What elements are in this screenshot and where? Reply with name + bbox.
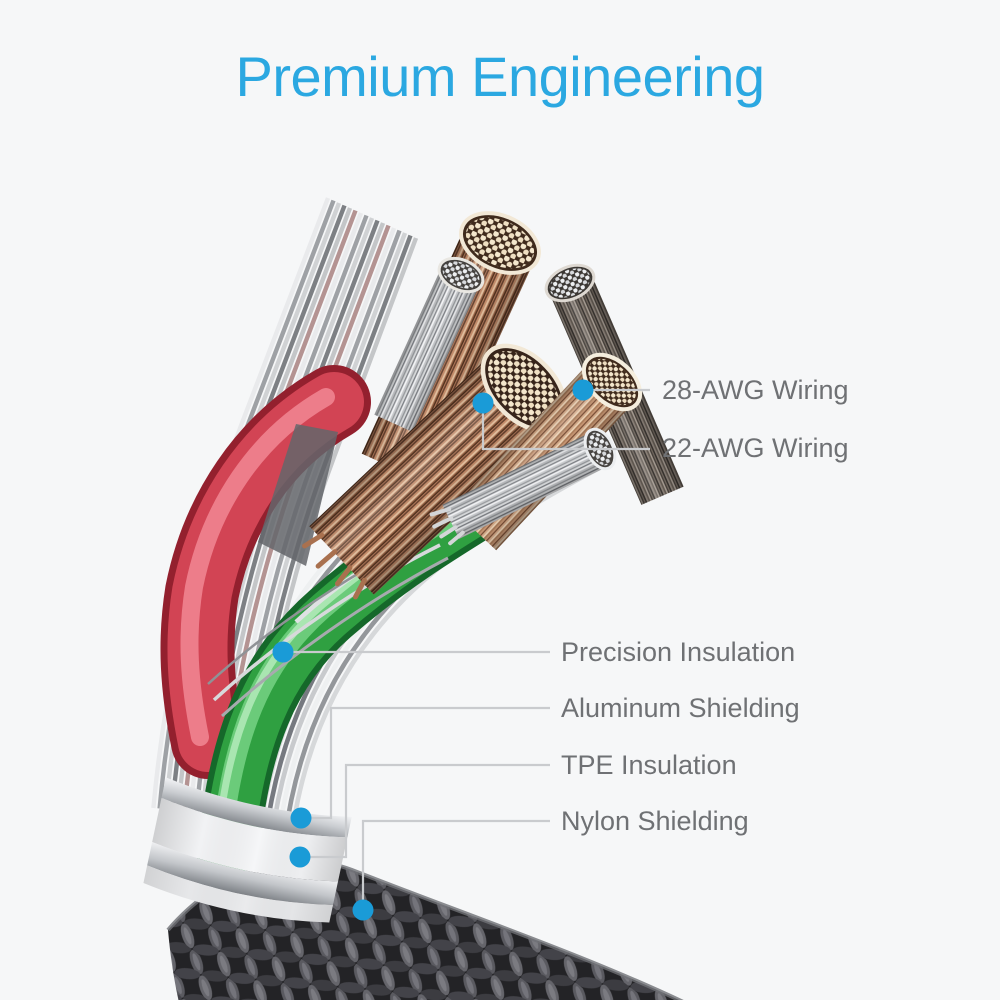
leader-awg22	[481, 403, 650, 451]
leader-aluminum-shielding	[301, 706, 550, 820]
red-wire	[160, 365, 371, 779]
callout-label-awg28: 28-AWG Wiring	[662, 375, 849, 405]
callout-label-awg22: 22-AWG Wiring	[662, 433, 849, 463]
page-title: Premium Engineering	[235, 45, 765, 108]
callout-dots	[272, 379, 594, 921]
dot-awg28	[572, 379, 594, 401]
silver-wire-bundle	[429, 427, 617, 546]
callout-label-aluminum-shielding: Aluminum Shielding	[561, 693, 800, 723]
dot-awg22	[472, 392, 494, 414]
callout-label-nylon-shielding: Nylon Shielding	[561, 806, 749, 836]
leader-tpe-insulation	[300, 763, 550, 859]
copper-bundle-22awg	[302, 343, 568, 600]
callout-label-precision-insulation: Precision Insulation	[561, 637, 796, 667]
leader-nylon-shielding	[361, 819, 550, 910]
callout-label-tpe-insulation: TPE Insulation	[561, 750, 737, 780]
dot-nylon-shielding	[352, 899, 374, 921]
callout-lines	[283, 388, 650, 910]
tinned-wire-bundle	[374, 256, 485, 433]
dot-tpe-insulation	[289, 846, 311, 868]
dot-precision-insulation	[272, 641, 294, 663]
dot-aluminum-shielding	[290, 807, 312, 829]
inner-sheath-wedge	[258, 424, 338, 566]
